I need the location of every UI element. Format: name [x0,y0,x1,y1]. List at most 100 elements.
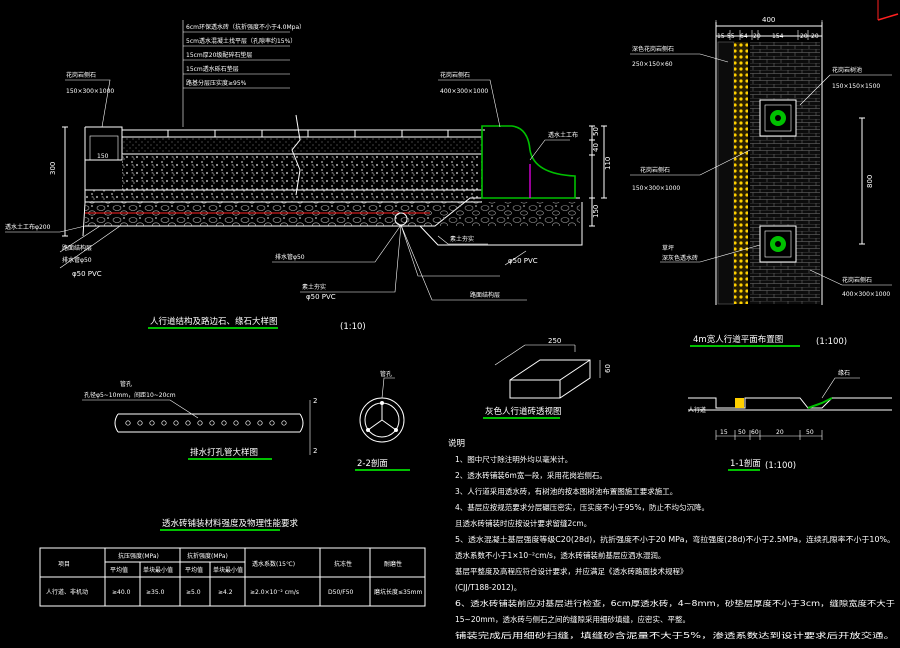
brick-title: 灰色人行道砖透视图 [485,406,562,417]
s11-dim-3: 20 [776,429,784,436]
pvc-bottom: φ50 PVC [306,293,336,301]
pipe-hole [269,420,275,426]
curb-label: 花岗岩侧石 [66,71,96,79]
section-scale: (1:10) [340,322,366,332]
curbstone-size: 400×300×1000 [440,88,488,95]
note-line-1: 2、透水砖铺装6m宽一段，采用花岗岩侧石。 [455,470,607,480]
col-5: 耐磨性 [384,560,402,568]
curb-inner-dim: 150 [97,153,109,160]
note-line-5: 5、透水混凝土基层强度等级C20(28d)，抗折强度不小于20 MPa，弯拉强度… [455,534,895,544]
pipe-hole [185,420,191,426]
dim-right-2: 150 [592,205,600,218]
plan-subdim-5: 20 [800,33,808,40]
label-soil-2: 素土夯实 [302,283,326,291]
drain-pipe-label-2: 排水管φ50 [275,253,305,261]
pipe-label-hole: 管孔 [380,370,392,378]
s11-dim-4: 50 [806,429,814,436]
plan-view: 400 15 55 64 20 154 20 20 深色花岗岩侧石 250×15… [630,0,899,347]
table-title: 透水砖铺装材料强度及物理性能要求 [162,518,299,529]
note-line-0: 1、图中尺寸除注明外均以毫米计。 [455,454,572,464]
brick-len: 250 [548,337,561,345]
label-soil: 素土夯实 [450,235,474,243]
plan-label-side: 深灰色透水砖 [662,254,698,262]
note-line-10: 15~20mm，透水砖与侧石之间的缝隙采用细砂填缝，应密实、平整。 [455,614,690,624]
s11-title: 1-1剖面 [730,458,761,469]
note-line-3: 4、基层应按规范要求分层碾压密实，压实度不小于95%，防止不均匀沉降。 [455,502,709,512]
s11-dim-2: 60 [751,429,759,436]
geotextile: 透水土工布φ200 [5,223,51,231]
col-2: 抗折强度(MPa) [187,552,228,560]
curbstone-outline [481,125,576,199]
layer-0: 6cm环保透水砖（抗折强度不小于4.0Mpa） [186,23,305,31]
note-line-2: 3、人行道采用透水砖，有树池的按本图树池布置图施工要求施工。 [455,486,677,496]
pvc-right: φ50 PVC [508,257,538,265]
sub-0: 平均值 [110,566,128,574]
cell-0: 人行道、非机动 [46,588,88,596]
spec-table: 透水砖铺装材料强度及物理性能要求 项目 抗压强度(MPa) 抗折强度(MPa) … [39,518,426,607]
pipe-hole [161,420,167,426]
pipe-hole [137,420,143,426]
note-line-6: 透水系数不小于1×10⁻²cm/s，透水砖铺装前基层应洒水湿润。 [455,550,665,560]
label-road-2: 路面结构层 [470,291,500,299]
s11-scale: (1:100) [765,461,796,471]
section-title: 人行道结构及路边石、缘石大样图 [150,316,278,327]
note-line-7: 基层平整度及高程应符合设计要求，并应满足《透水砖路面技术规程》 [455,566,688,576]
plan-label-grass: 草坪 [662,244,674,252]
cell-6: D50/F50 [328,589,354,596]
pvc-left: φ50 PVC [72,270,102,278]
plan-subdim-1: 55 [727,33,735,40]
dim-right-1: 40 [592,143,600,152]
col-4: 抗冻性 [334,560,352,568]
pipe-section-title: 2-2剖面 [357,458,388,469]
curbstone-label: 花岗岩侧石 [440,71,470,79]
curb-size: 150×300×1000 [66,88,114,95]
layer-2: 15cm厚20级配碎石垫层 [186,51,252,59]
plan-size-br: 400×300×1000 [842,291,890,298]
cell-2: ≥35.0 [146,589,165,596]
pipe-hole [173,420,179,426]
plan-title: 4m宽人行道平面布置图 [693,334,783,345]
pipe-hole [221,420,227,426]
dim-300: 300 [49,162,57,175]
sub-1: 单块最小值 [143,566,173,574]
pipe-hole [149,420,155,426]
dim-right-0: 50 [592,127,600,136]
note-line-9: 6、透水砖铺装前应对基层进行检查，6cm厚透水砖，4~8mm，砂垫层厚度不小于3… [455,598,896,608]
plan-size-tl: 250×150×60 [632,61,673,68]
label-filter: 透水土工布 [548,131,578,139]
cell-7: 磨坑长度≤35mm [374,588,423,596]
layer-3: 15cm透水砾石垫层 [186,65,239,73]
plan-dim-800: 800 [866,175,874,188]
layer-4: 路基分层压实度≥95% [186,79,247,87]
plan-dim-400: 400 [762,16,775,24]
plan-size-mid: 150×300×1000 [632,185,680,192]
pipe-hole [233,420,239,426]
plan-label-br: 花岗岩侧石 [842,276,872,284]
main-section: 150 300 50 40 150 110 [5,20,612,332]
col-3: 透水系数(15℃) [252,560,295,568]
drain-pipe-label: 排水管φ50 [62,256,92,264]
pipe-mark-bot: 2 [313,447,317,455]
notes: 说明 1、图中尺寸除注明外均以毫米计。 2、透水砖铺装6m宽一段，采用花岗岩侧石… [448,438,896,640]
s11-dim-0: 15 [720,429,728,436]
pipe-mark-top: 2 [313,397,317,405]
plan-subdim-6: 20 [811,33,819,40]
label-road: 路面结构层 [62,244,92,252]
brick-detail: 250 60 灰色人行道砖透视图 [483,337,612,419]
plan-scale: (1:100) [816,337,847,347]
s11-dim-1: 50 [738,429,746,436]
pipe-hole [257,420,263,426]
plan-label-tl: 深色花岗岩侧石 [632,45,674,53]
section-1-1: 15 50 60 20 50 人行道 缘石 1-1剖面 (1:100) [688,369,892,471]
col-0: 项目 [58,561,70,568]
note-line-11: 铺装完成后用细砂扫缝，填缝砂含泥量不大于5%，渗透系数达到设计要求后开放交通。 [455,630,895,640]
pipe-hole [281,420,287,426]
notes-title: 说明 [448,438,465,449]
pipe-label-a: 管孔 [120,380,132,388]
s11-label-left: 人行道 [688,406,706,414]
paver-joints [121,129,485,137]
plan-size-tr: 150×150×1500 [832,83,880,90]
pipe-hole [125,420,131,426]
plan-subdim-3: 20 [753,33,761,40]
